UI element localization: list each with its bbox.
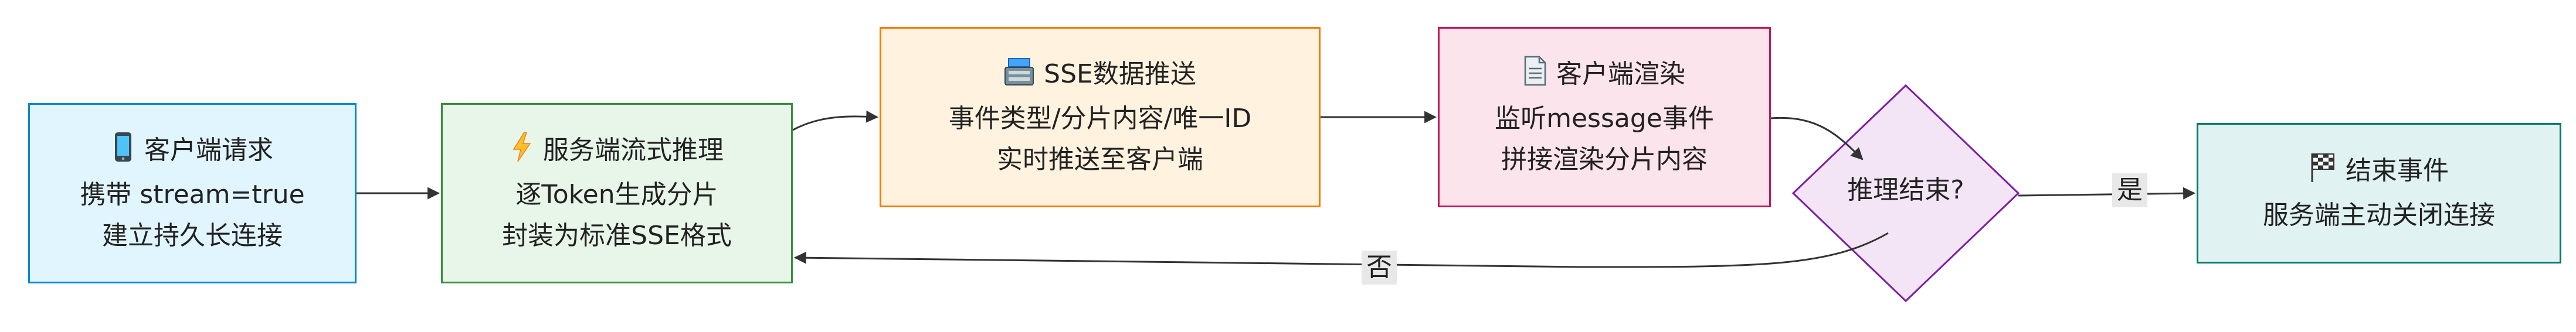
client-render-line-2: 拼接渲染分片内容 <box>1501 145 1708 174</box>
edge-label-no: 否 <box>1362 251 1397 285</box>
server-stream-title-row: 服务端流式推理 <box>510 130 724 174</box>
decision-label: 推理结束? <box>1847 175 1964 205</box>
sse-push-title-row: SSE数据推送 <box>1004 54 1196 98</box>
server-stream-line-1: 逐Token生成分片 <box>515 180 718 210</box>
lightning-icon <box>510 132 534 174</box>
sse-push-line-2: 实时推送至客户端 <box>997 145 1203 174</box>
client-render-title-row: 客户端渲染 <box>1523 54 1685 98</box>
client-request-line-2: 建立持久长连接 <box>102 221 283 251</box>
end-event-node: 结束事件 服务端主动关闭连接 <box>2197 123 2561 263</box>
edge-label-yes: 是 <box>2112 173 2147 207</box>
edge-decision-yes <box>2018 187 2196 200</box>
sse-push-line-1: 事件类型/分片内容/唯一ID <box>948 104 1252 134</box>
mobile-phone-icon <box>111 132 135 174</box>
edge-stream-to-push <box>792 110 879 131</box>
server-stream-title: 服务端流式推理 <box>543 135 724 165</box>
sse-push-node: SSE数据推送 事件类型/分片内容/唯一ID 实时推送至客户端 <box>880 27 1321 207</box>
server-rack-icon <box>1004 57 1034 98</box>
sse-push-title: SSE数据推送 <box>1044 59 1196 89</box>
server-stream-node: 服务端流式推理 逐Token生成分片 封装为标准SSE格式 <box>441 103 793 283</box>
server-stream-line-2: 封装为标准SSE格式 <box>502 221 732 251</box>
checkered-flag-icon <box>2309 152 2336 195</box>
client-render-title: 客户端渲染 <box>1556 59 1685 89</box>
client-request-node: 客户端请求 携带 stream=true 建立持久长连接 <box>28 103 357 283</box>
client-request-line-1: 携带 stream=true <box>80 180 305 210</box>
decision-diamond <box>1791 84 2020 303</box>
edge-decision-no <box>793 232 1889 268</box>
end-event-title: 结束事件 <box>2346 156 2449 186</box>
document-icon <box>1523 56 1547 98</box>
client-request-title: 客户端请求 <box>144 135 273 165</box>
end-event-title-row: 结束事件 <box>2309 150 2449 195</box>
client-request-title-row: 客户端请求 <box>111 130 273 174</box>
client-render-line-1: 监听message事件 <box>1495 104 1714 134</box>
edge-render-to-decision <box>1770 117 1864 160</box>
end-event-line-1: 服务端主动关闭连接 <box>2263 200 2495 230</box>
client-render-node: 客户端渲染 监听message事件 拼接渲染分片内容 <box>1438 27 1771 207</box>
